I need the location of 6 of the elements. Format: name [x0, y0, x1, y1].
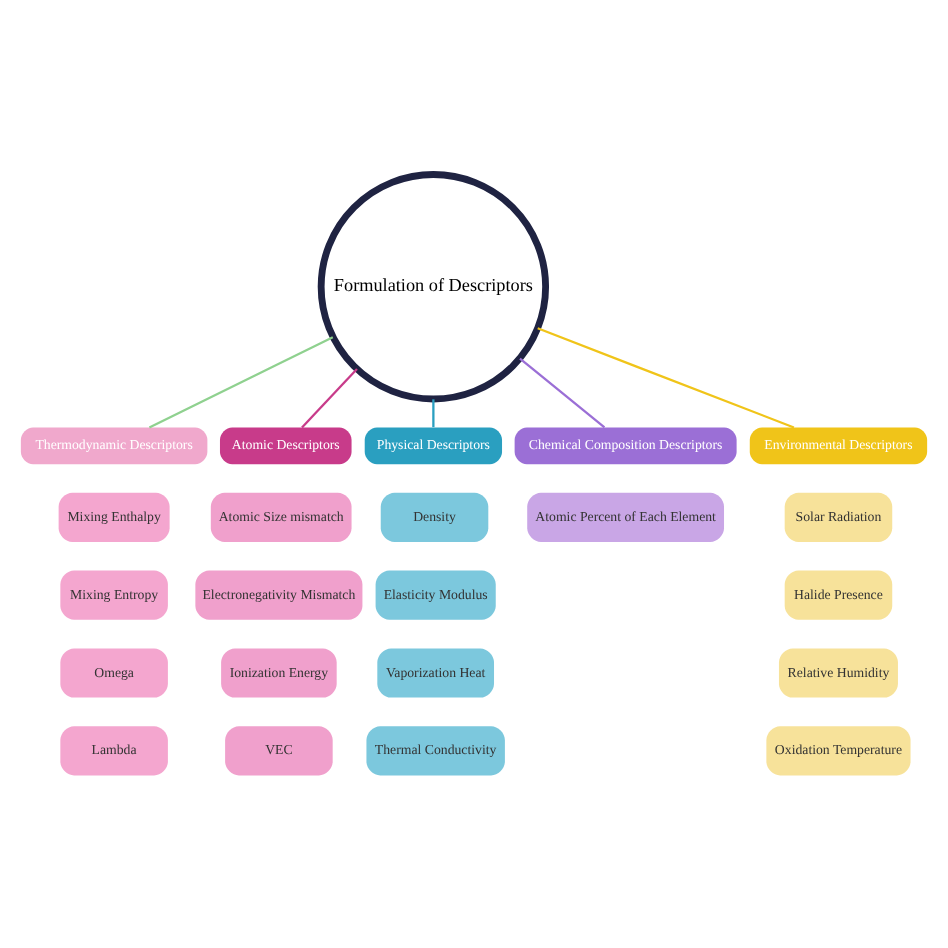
connector	[432, 398, 435, 427]
node-circle: Formulation of Descriptors	[317, 170, 550, 402]
connector	[301, 367, 358, 428]
connector	[148, 335, 334, 428]
connector	[519, 356, 606, 428]
connector	[537, 326, 795, 428]
